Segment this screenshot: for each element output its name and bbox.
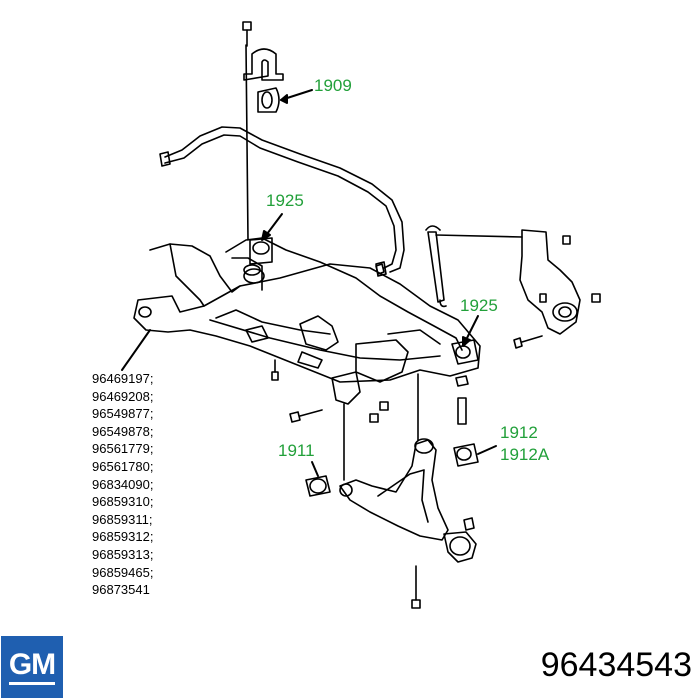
stabilizer-bushing [257,87,280,113]
part-number: 96873541 [92,582,150,598]
callout-1909: 1909 [314,76,352,95]
callout-1925-rear: 1925 [460,296,498,315]
callout-1925-upper: 1925 [266,191,304,210]
part-number: 96834090; [92,476,154,492]
upper-bushing [243,237,273,284]
steering-knuckle [519,229,581,335]
main-part-number: 96434543 [540,646,692,684]
part-number: 96859465; [92,564,154,580]
leader-lines [121,89,497,477]
part-number-list: 96469197; 96469208; 96549877; 96549878; … [92,370,153,599]
part-number: 96859311; [92,511,153,527]
bottom-bolt [411,565,421,609]
part-number: 96859312; [92,529,154,545]
stabilizer-link [425,225,447,308]
callout-1912a: 1912A [500,445,550,464]
bushing-1911 [305,475,331,497]
gm-logo: GM [1,636,63,698]
ball-joint [443,517,477,563]
stabilizer-bar [164,126,405,273]
stabilizer-clamp [243,48,284,81]
part-number: 96469197; [92,371,154,386]
assembly-guide-line [245,44,249,241]
part-number: 96469208; [92,388,154,404]
part-number: 96549878; [92,423,154,439]
callout-1912: 1912 [500,423,538,442]
gm-logo-text: GM [8,649,56,685]
lower-control-arm [339,439,449,541]
callout-1911: 1911 [278,441,315,460]
part-number: 96859310; [92,494,154,510]
bushing-1912 [453,443,479,467]
part-number: 96561780; [92,458,154,474]
part-number: 96561779; [92,441,154,457]
part-number: 96859313; [92,546,154,562]
top-bolt [242,21,252,47]
part-number: 96549877; [92,406,154,422]
